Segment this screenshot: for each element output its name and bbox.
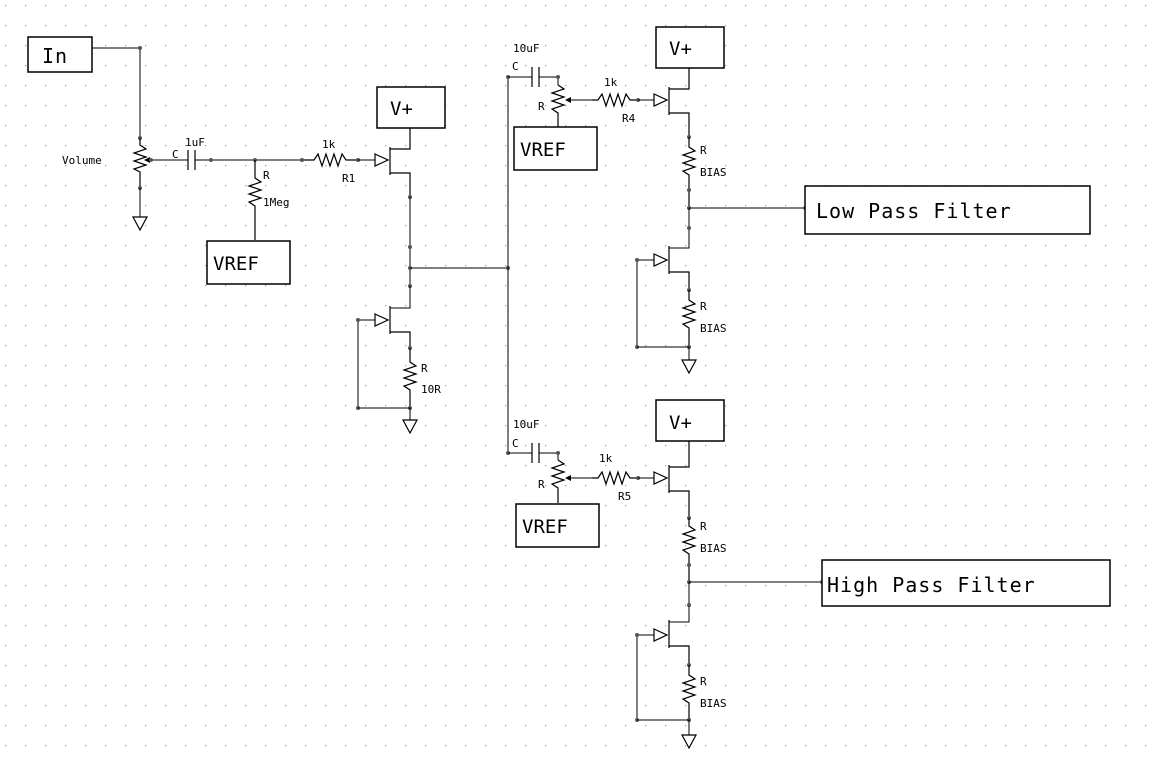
bias-hp-lower-ref-label: R: [700, 675, 707, 688]
vref-port-1: VREF: [206, 240, 291, 285]
low-pass-filter-port: Low Pass Filter: [804, 185, 1091, 235]
bias-lp-upper-value-label: BIAS: [700, 166, 727, 179]
c1-ref-label: C: [172, 148, 179, 161]
ground-symbol: [401, 419, 419, 435]
c1-value-label: 1uF: [185, 136, 205, 149]
ground-symbol: [131, 216, 149, 232]
r1-value-label: 1k: [322, 138, 336, 151]
resistor-1meg: R 1Meg: [247, 160, 290, 240]
vplus-port-1: V+: [376, 86, 446, 129]
c-lowpass-ref-label: C: [512, 60, 519, 73]
bias-lp-lower-ref-label: R: [700, 300, 707, 313]
r-10r-value-label: 10R: [421, 383, 441, 396]
r-highpass-ref-label: R: [538, 478, 545, 491]
vref-port-2: VREF: [513, 126, 598, 171]
potentiometer-r-lowpass: R: [538, 84, 571, 127]
resistor-r1: 1k R1: [302, 138, 358, 185]
r-1meg-ref-label: R: [263, 169, 270, 182]
resistor-bias-highpass-lower: R BIAS: [681, 665, 727, 720]
r5-name-label: R5: [618, 490, 631, 503]
ground-symbol: [680, 359, 698, 375]
transistor-q5: [653, 441, 690, 518]
volume-potentiometer: Volume: [62, 138, 151, 188]
vplus-label-3: V+: [669, 412, 692, 434]
resistor-bias-highpass-upper: R BIAS: [681, 518, 727, 582]
bias-hp-upper-value-label: BIAS: [700, 542, 727, 555]
vref-label-2: VREF: [520, 139, 566, 161]
volume-label: Volume: [62, 154, 102, 167]
high-pass-filter-port: High Pass Filter: [821, 559, 1111, 607]
bias-hp-lower-value-label: BIAS: [700, 697, 727, 710]
r4-value-label: 1k: [604, 76, 618, 89]
c-highpass-value-label: 10uF: [513, 418, 540, 431]
resistor-10r: R 10R: [402, 348, 441, 408]
vref-port-3: VREF: [515, 503, 600, 548]
r4-name-label: R4: [622, 112, 636, 125]
resistor-bias-lowpass-upper: R BIAS: [681, 137, 727, 208]
potentiometer-r-highpass: R: [538, 459, 571, 503]
transistor-q3: [653, 68, 690, 137]
r1-name-label: R1: [342, 172, 355, 185]
low-pass-filter-label: Low Pass Filter: [816, 199, 1012, 223]
r5-value-label: 1k: [599, 452, 613, 465]
vplus-label-1: V+: [390, 98, 413, 120]
vref-label-1: VREF: [213, 253, 259, 275]
c-lowpass-value-label: 10uF: [513, 42, 540, 55]
input-port-label: In: [42, 44, 68, 68]
vplus-port-3: V+: [655, 399, 725, 442]
transistor-q1: [374, 128, 411, 197]
r-lowpass-ref-label: R: [538, 100, 545, 113]
resistor-r4: 1k R4: [592, 76, 638, 125]
bias-lp-upper-ref-label: R: [700, 144, 707, 157]
input-port: In: [27, 36, 93, 73]
high-pass-filter-label: High Pass Filter: [827, 573, 1036, 597]
bias-lp-lower-value-label: BIAS: [700, 322, 727, 335]
c-highpass-ref-label: C: [512, 437, 519, 450]
resistor-r5: 1k R5: [592, 452, 638, 503]
r-10r-ref-label: R: [421, 362, 428, 375]
r-1meg-value-label: 1Meg: [263, 196, 290, 209]
resistor-bias-lowpass-lower: R BIAS: [681, 290, 727, 347]
vref-label-3: VREF: [522, 516, 568, 538]
bias-hp-upper-ref-label: R: [700, 520, 707, 533]
vplus-port-2: V+: [655, 26, 725, 69]
vplus-label-2: V+: [669, 38, 692, 60]
ground-symbol: [680, 734, 698, 750]
